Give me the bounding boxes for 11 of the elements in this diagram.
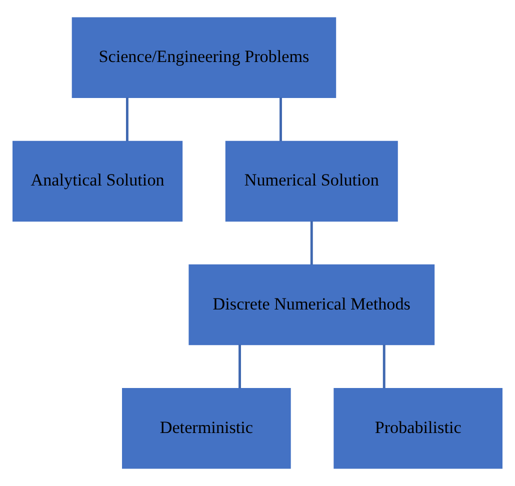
connector (280, 97, 282, 142)
connector (238, 344, 241, 388)
connector (382, 344, 386, 388)
connector (126, 97, 128, 142)
node-box: Discrete Numerical Methods (188, 264, 435, 346)
node-box: Deterministic (122, 388, 291, 469)
node-box: Science/Engineering Problems (72, 17, 336, 98)
node-box: Probabilistic (334, 388, 502, 469)
node-box: Numerical Solution (225, 140, 398, 222)
connector (310, 221, 313, 265)
node-box: Analytical Solution (12, 140, 183, 222)
